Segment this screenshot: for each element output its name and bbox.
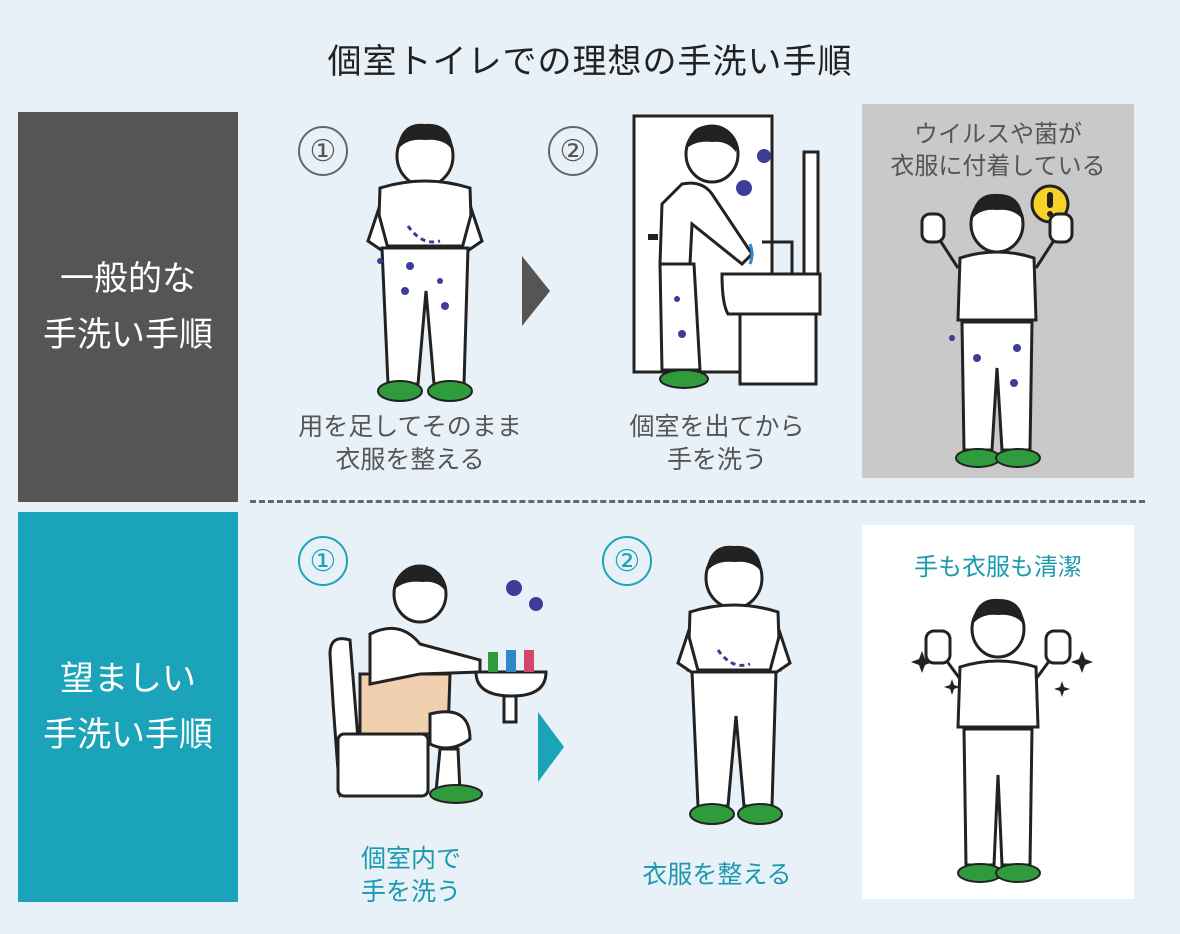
caption-general-2: 個室を出てから 手を洗う [629,412,805,474]
toilet-icon [328,564,548,804]
page-title: 個室トイレでの理想の手洗い手順 [327,42,853,82]
person-icon [924,598,1072,883]
step-number-general-2: ② [548,126,598,176]
step-number-ideal-2: ② [602,536,652,586]
person-icon [676,545,792,825]
step-number-general-1: ① [298,126,348,176]
arrow-right-icon [538,712,564,782]
step-number-ideal-1: ① [298,536,348,586]
caption-ideal-1: 個室内で 手を洗う [360,844,461,906]
result-panel-general: ウイルスや菌が 衣服に付着している [862,104,1134,478]
arrow-right-icon [522,256,550,326]
result-panel-ideal: 手も衣服も清潔 [862,525,1134,899]
row-divider [250,500,1145,503]
sink-icon [632,114,822,389]
sparkle-icon [911,651,1093,697]
person-icon [366,123,484,402]
row-label-ideal: 望ましい 手洗い手順 [18,512,238,902]
caption-ideal-2: 衣服を整える [642,860,792,889]
caption-general-1: 用を足してそのまま 衣服を整える [298,412,522,474]
result-text-ideal: 手も衣服も清潔 [914,553,1082,581]
person-icon [920,193,1074,468]
row-label-general: 一般的な 手洗い手順 [18,112,238,502]
result-text-general: ウイルスや菌が 衣服に付着している [890,120,1106,180]
